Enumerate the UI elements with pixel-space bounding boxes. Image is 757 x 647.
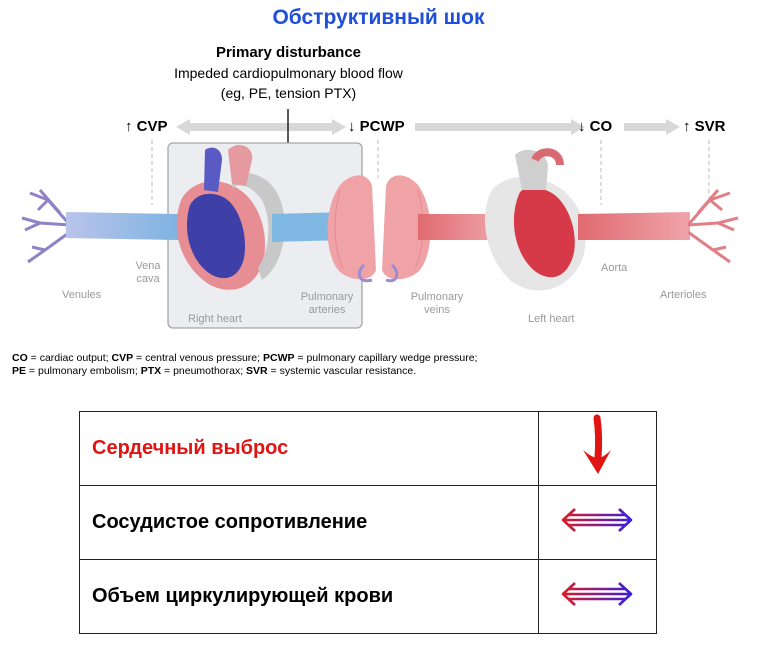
param-cvp: ↑ CVP (125, 118, 168, 135)
param-co: ↓ CO (578, 118, 613, 135)
pulmonary-veins (418, 214, 500, 240)
primary-disturbance-heading: Primary disturbance (215, 44, 362, 61)
arrow-right-head (666, 119, 680, 135)
unchanged-cell (537, 485, 658, 560)
legend-line: PE = pulmonary embolism; PTX = pneumotho… (12, 365, 417, 377)
label-arterioles: Arterioles (660, 289, 707, 301)
row-label-vascular-resistance: Сосудистое сопротивление (79, 485, 539, 560)
abbreviation-legend: CO = cardiac output; CVP = central venou… (12, 352, 477, 378)
row-label-cardiac-output: Сердечный выброс (79, 411, 539, 486)
arrow-shaft (415, 123, 573, 131)
pressure-arrows (176, 109, 680, 147)
arrow-left-head (176, 119, 190, 135)
param-svr: ↑ SVR (683, 118, 726, 135)
param-pcwp: ↓ PCWP (348, 118, 405, 135)
arterioles (686, 189, 739, 264)
arrow-right-head (332, 119, 346, 135)
unchanged-cell (537, 559, 658, 634)
primary-disturbance-line2: (eg, PE, tension PTX) (220, 85, 357, 101)
table-row: Объем циркулирующей крови (79, 559, 658, 634)
dashed-leaders (151, 140, 710, 205)
label-left-heart: Left heart (528, 313, 575, 325)
hemodynamics-table: Сердечный выброс Сосудистое сопротивлени… (79, 411, 658, 634)
circulation-diagram (21, 109, 739, 329)
arrow-right-head (571, 119, 585, 135)
label-right-heart: Right heart (188, 313, 242, 325)
pulmonary-artery (272, 212, 345, 242)
lungs-icon (327, 175, 431, 283)
arrow-shaft (188, 123, 332, 131)
table-row: Сердечный выброс (79, 411, 658, 486)
right-heart-icon (176, 145, 285, 290)
double-arrow-icon (561, 508, 633, 532)
decrease-cell (537, 411, 658, 486)
row-label-circulating-volume: Объем циркулирующей крови (79, 559, 539, 634)
aorta (578, 212, 690, 240)
primary-disturbance-line1: Impeded cardiopulmonary blood flow (174, 65, 403, 81)
legend-line: CO = cardiac output; CVP = central venou… (12, 352, 478, 364)
label-aorta: Aorta (601, 262, 628, 274)
label-venules: Venules (62, 289, 102, 301)
left-heart-icon (484, 148, 586, 291)
arrow-shaft (624, 123, 668, 131)
venules (21, 189, 72, 264)
double-arrow-icon (561, 582, 633, 606)
vena-cava (66, 212, 178, 240)
table-row: Сосудистое сопротивление (79, 485, 658, 560)
down-arrow-icon (583, 414, 612, 474)
page-title: Обструктивный шок (272, 6, 485, 29)
